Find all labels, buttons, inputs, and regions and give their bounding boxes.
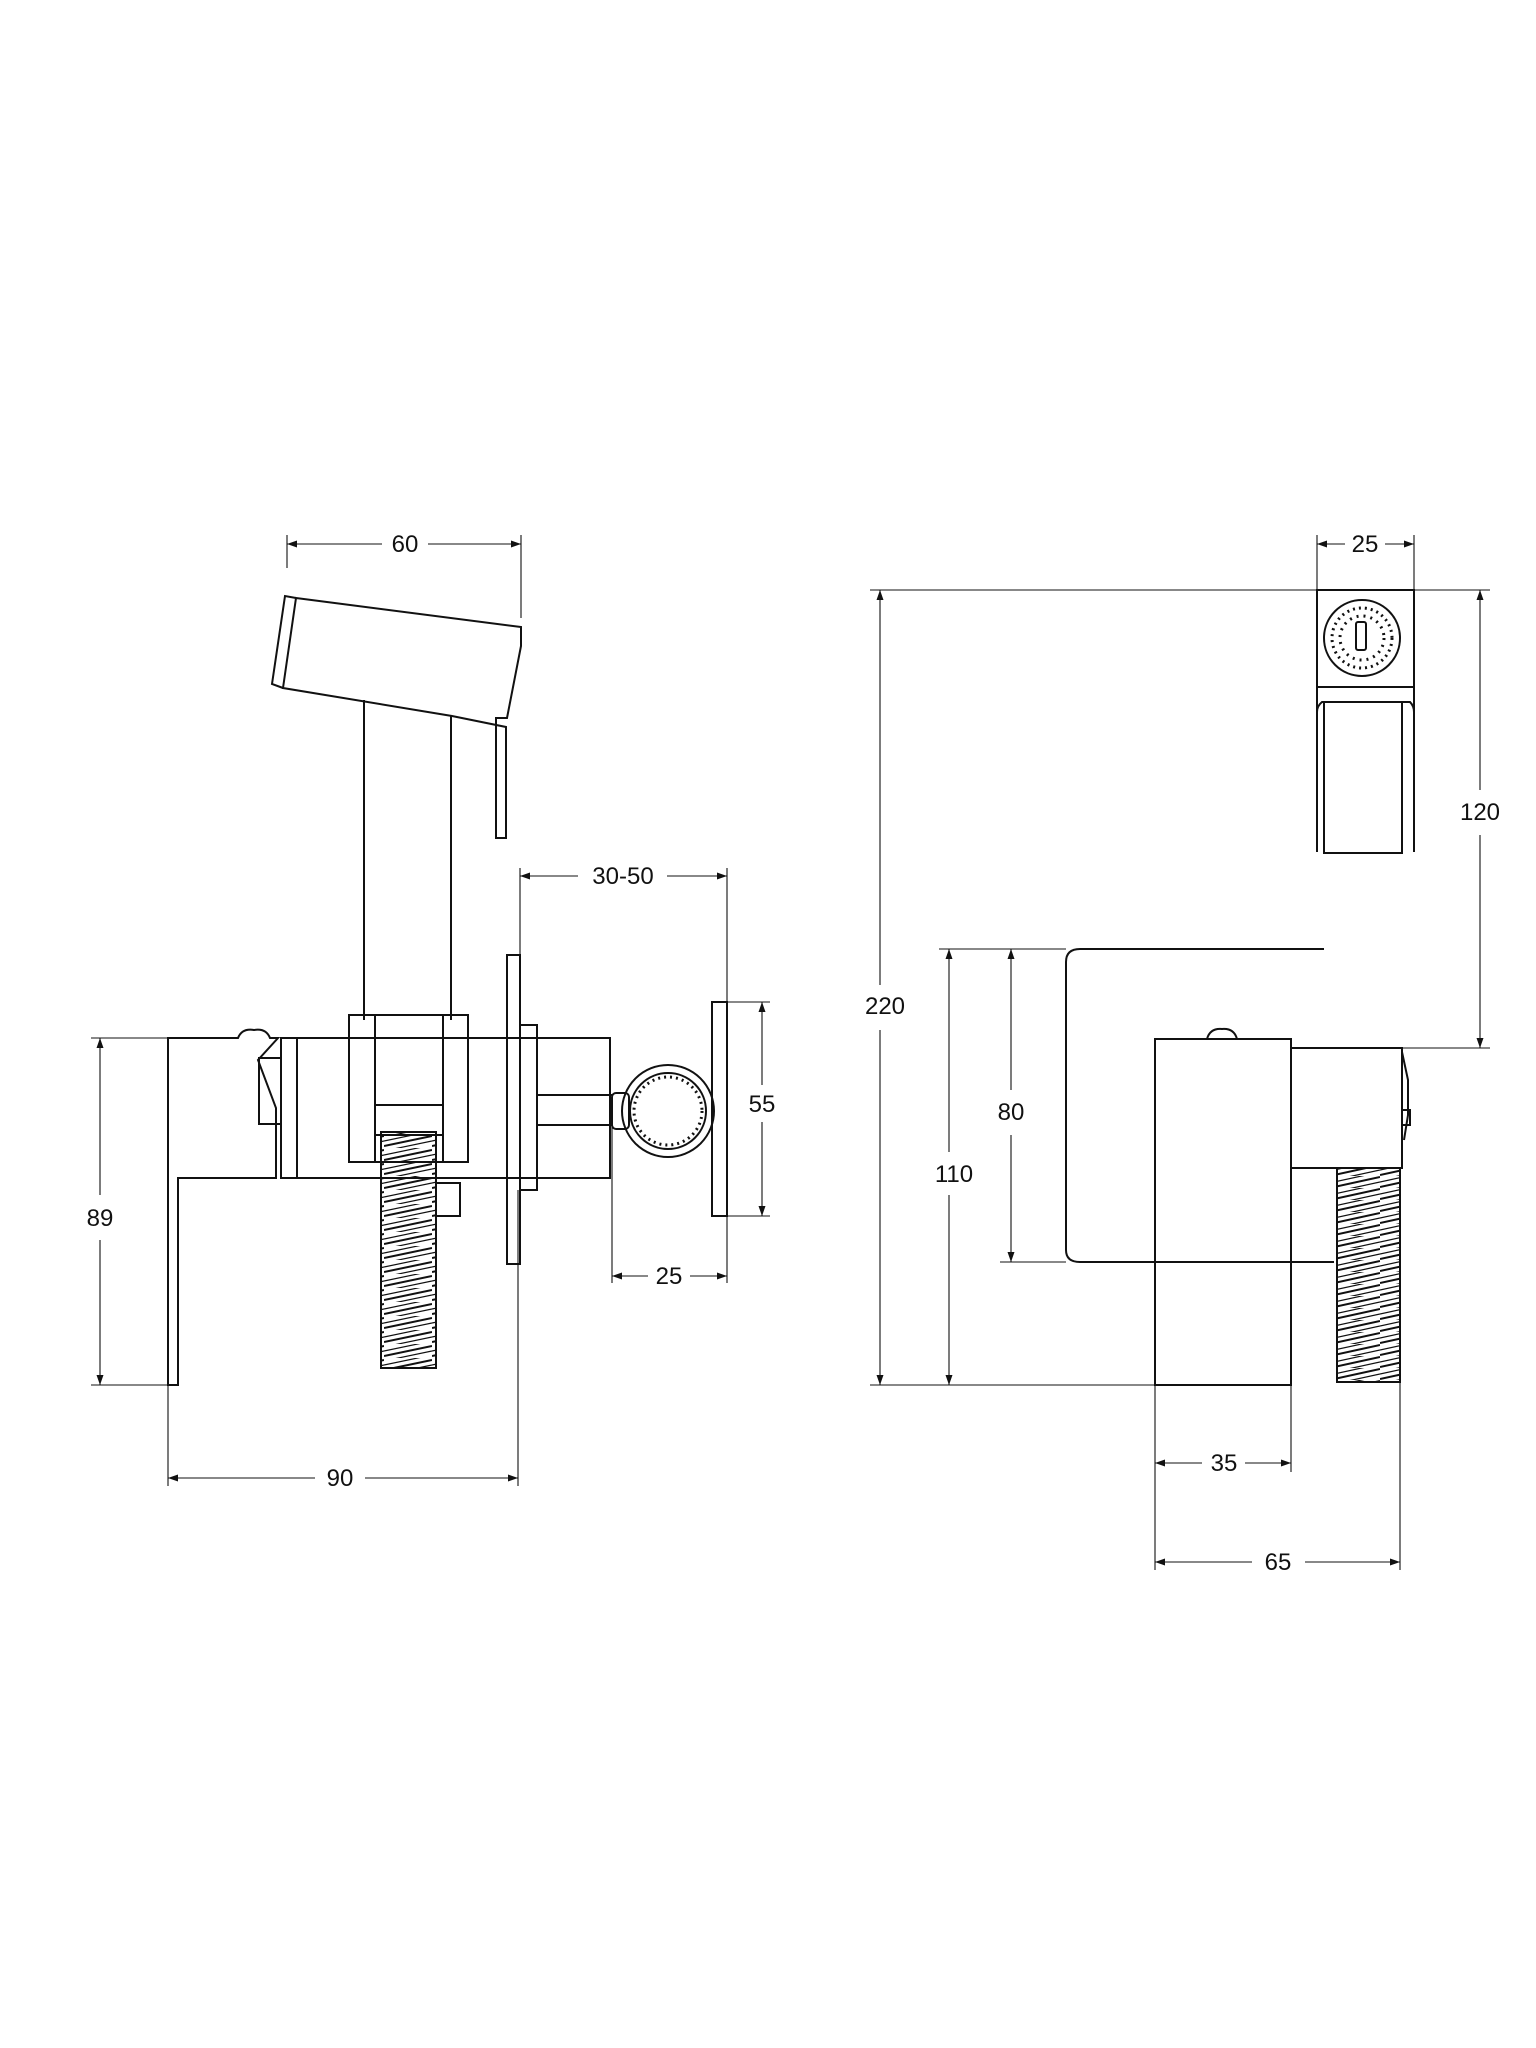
front-back-plate [1065, 948, 1334, 1263]
dim-side-wall-range: 30-50 [592, 863, 653, 890]
side-handle-stem [363, 700, 452, 1020]
dim-front-head-width: 25 [1352, 531, 1379, 558]
dim-side-holder-height: 55 [749, 1091, 776, 1118]
dim-side-body-height: 89 [87, 1205, 114, 1232]
dim-front-holder-height: 120 [1460, 799, 1500, 826]
dimension-layer: 60 30-50 55 25 89 90 25 2 [87, 531, 1500, 1576]
front-nozzle-face [1323, 599, 1401, 677]
front-hose [1336, 1167, 1401, 1383]
front-spray-head [1316, 589, 1415, 688]
front-view [1065, 589, 1415, 1386]
front-handle [1316, 687, 1415, 854]
dim-side-head-width: 60 [392, 531, 419, 558]
side-spray-head [281, 596, 522, 839]
side-holder-ring [611, 1001, 728, 1217]
dim-side-holder-depth: 25 [656, 1263, 683, 1290]
dim-side-total-depth: 90 [327, 1465, 354, 1492]
dim-front-total-width: 65 [1265, 1549, 1292, 1576]
side-wall-escutcheon [167, 1028, 281, 1386]
front-mixer-body [1154, 1038, 1292, 1386]
side-hose [380, 1131, 437, 1369]
dim-front-plate-height: 80 [998, 1099, 1025, 1126]
dim-front-mixer-height: 110 [935, 1161, 973, 1188]
side-view [167, 594, 728, 1386]
dim-front-total-height: 220 [865, 993, 905, 1020]
side-connector-block [280, 1037, 611, 1179]
dim-front-mixer-width: 35 [1211, 1450, 1238, 1477]
